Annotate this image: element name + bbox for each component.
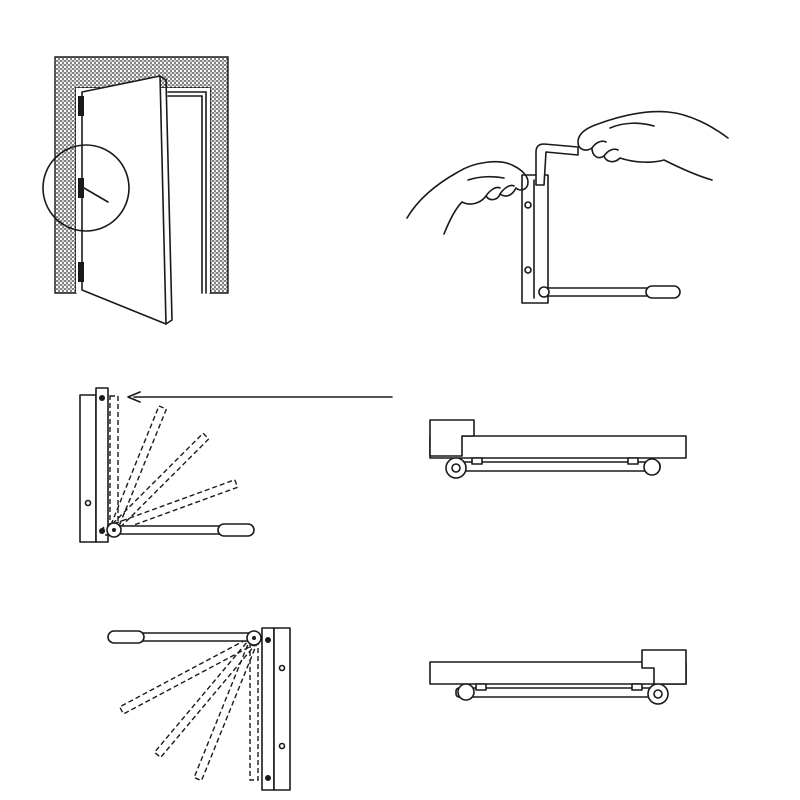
swing-right-panel — [107, 627, 291, 791]
hex-key-panel — [406, 110, 729, 304]
closer-end-block — [429, 419, 475, 457]
closer-arm — [539, 287, 651, 297]
side-view-left-panel — [429, 649, 687, 705]
hinge-mid — [78, 178, 84, 198]
right-hand — [577, 110, 729, 181]
side-view-right-panel — [429, 419, 687, 479]
swing-positions-left — [102, 395, 239, 537]
hex-key — [535, 143, 579, 186]
closer-body-long — [429, 435, 687, 459]
swing-left-panel — [79, 387, 393, 543]
mount-plate-right — [261, 627, 275, 791]
closer-body-vertical — [521, 174, 549, 304]
door-leaf — [81, 75, 167, 325]
left-hand — [406, 160, 529, 235]
detail-circle — [42, 144, 130, 232]
direction-arrow — [127, 391, 393, 403]
mount-plate-left — [79, 394, 97, 543]
hinge-bottom — [78, 262, 84, 282]
detail-leader — [83, 187, 109, 203]
arm-solid-right — [107, 630, 262, 646]
swing-positions-right — [118, 635, 259, 782]
arm-solid-left — [106, 522, 255, 538]
hinge-top — [78, 96, 84, 116]
door-panel — [42, 56, 229, 325]
